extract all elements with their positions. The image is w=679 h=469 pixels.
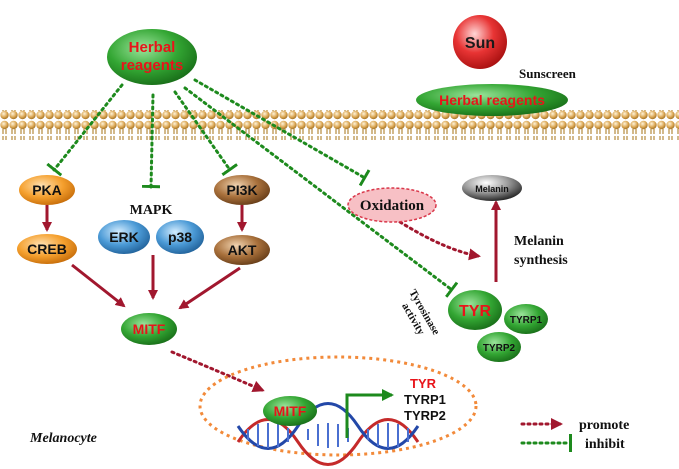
pi3k-node: PI3K [214, 175, 270, 205]
akt-node: AKT [214, 235, 270, 265]
pi3k-label: PI3K [226, 182, 257, 198]
nucleus-outline [198, 355, 478, 457]
erk-label: ERK [109, 229, 139, 245]
tyr-node: TYR [448, 290, 502, 330]
promote-oxidation-melanin [398, 220, 481, 261]
inhibit-lines [46, 78, 459, 298]
mapk-label: MAPK [130, 203, 173, 218]
mitf-node: MITF [121, 313, 177, 345]
tyr-label: TYR [459, 303, 491, 320]
herbal-reagents-bar: Herbal reagents [416, 84, 568, 116]
herbal-label-2: reagents [121, 57, 184, 74]
inhibit-pi3k [173, 90, 238, 177]
p38-node: p38 [156, 220, 204, 254]
arrow-creb-mitf [71, 263, 126, 308]
melanin-granule-icon: Melanin [462, 175, 522, 201]
p38-label: p38 [168, 229, 192, 245]
tyrosinase-activity-label: Tyrosinase activity [399, 288, 442, 338]
cell-membrane [0, 110, 679, 140]
gene-tyr-label: TYR [410, 376, 437, 391]
pka-node: PKA [19, 175, 75, 205]
melanin-synthesis-label-1: Melanin [514, 234, 564, 249]
oxidation-label: Oxidation [360, 198, 425, 214]
inhibit-tyrosinase [183, 86, 459, 298]
gene-arrow-icon [345, 389, 394, 438]
tyrp1-node: TYRP1 [504, 304, 548, 334]
gene-tyrp2-label: TYRP2 [404, 408, 446, 423]
inhibit-oxidation [193, 78, 371, 187]
legend: promote inhibit [520, 418, 629, 452]
melanin-label: Melanin [475, 184, 509, 194]
inhibit-mapk [141, 93, 161, 189]
signal-arrows [42, 200, 501, 310]
erk-node: ERK [98, 220, 150, 254]
promote-arrows [170, 220, 481, 392]
legend-promote-label: promote [579, 418, 629, 433]
melanin-synthesis-label-2: synthesis [514, 253, 568, 268]
arrow-akt-mitf [178, 266, 241, 310]
tyrp1-label: TYRP1 [510, 315, 543, 326]
akt-label: AKT [228, 242, 257, 258]
legend-inhibit-bar [569, 434, 572, 452]
tyrp2-node: TYRP2 [477, 332, 521, 362]
herbal-bar-label: Herbal reagents [439, 92, 545, 108]
herbal-label-1: Herbal [129, 39, 176, 56]
melanocyte-label: Melanocyte [29, 431, 97, 446]
tyrp2-label: TYRP2 [483, 343, 516, 354]
inhibit-pka [46, 83, 124, 177]
mitf-dna-node: MITF [263, 396, 317, 426]
oxidation-node: Oxidation [347, 187, 437, 223]
promote-mitf-dna [170, 350, 265, 392]
creb-node: CREB [17, 234, 77, 264]
mitf-label: MITF [133, 321, 166, 337]
herbal-reagents-node: Herbal reagents [107, 29, 197, 85]
sun-label: Sun [465, 35, 495, 52]
sun-icon: Sun [453, 15, 507, 69]
creb-label: CREB [27, 241, 67, 257]
pka-label: PKA [32, 182, 62, 198]
mitf-dna-label: MITF [274, 403, 307, 419]
gene-tyrp1-label: TYRP1 [404, 392, 446, 407]
legend-inhibit-label: inhibit [585, 437, 625, 452]
sunscreen-label: Sunscreen [519, 66, 577, 81]
